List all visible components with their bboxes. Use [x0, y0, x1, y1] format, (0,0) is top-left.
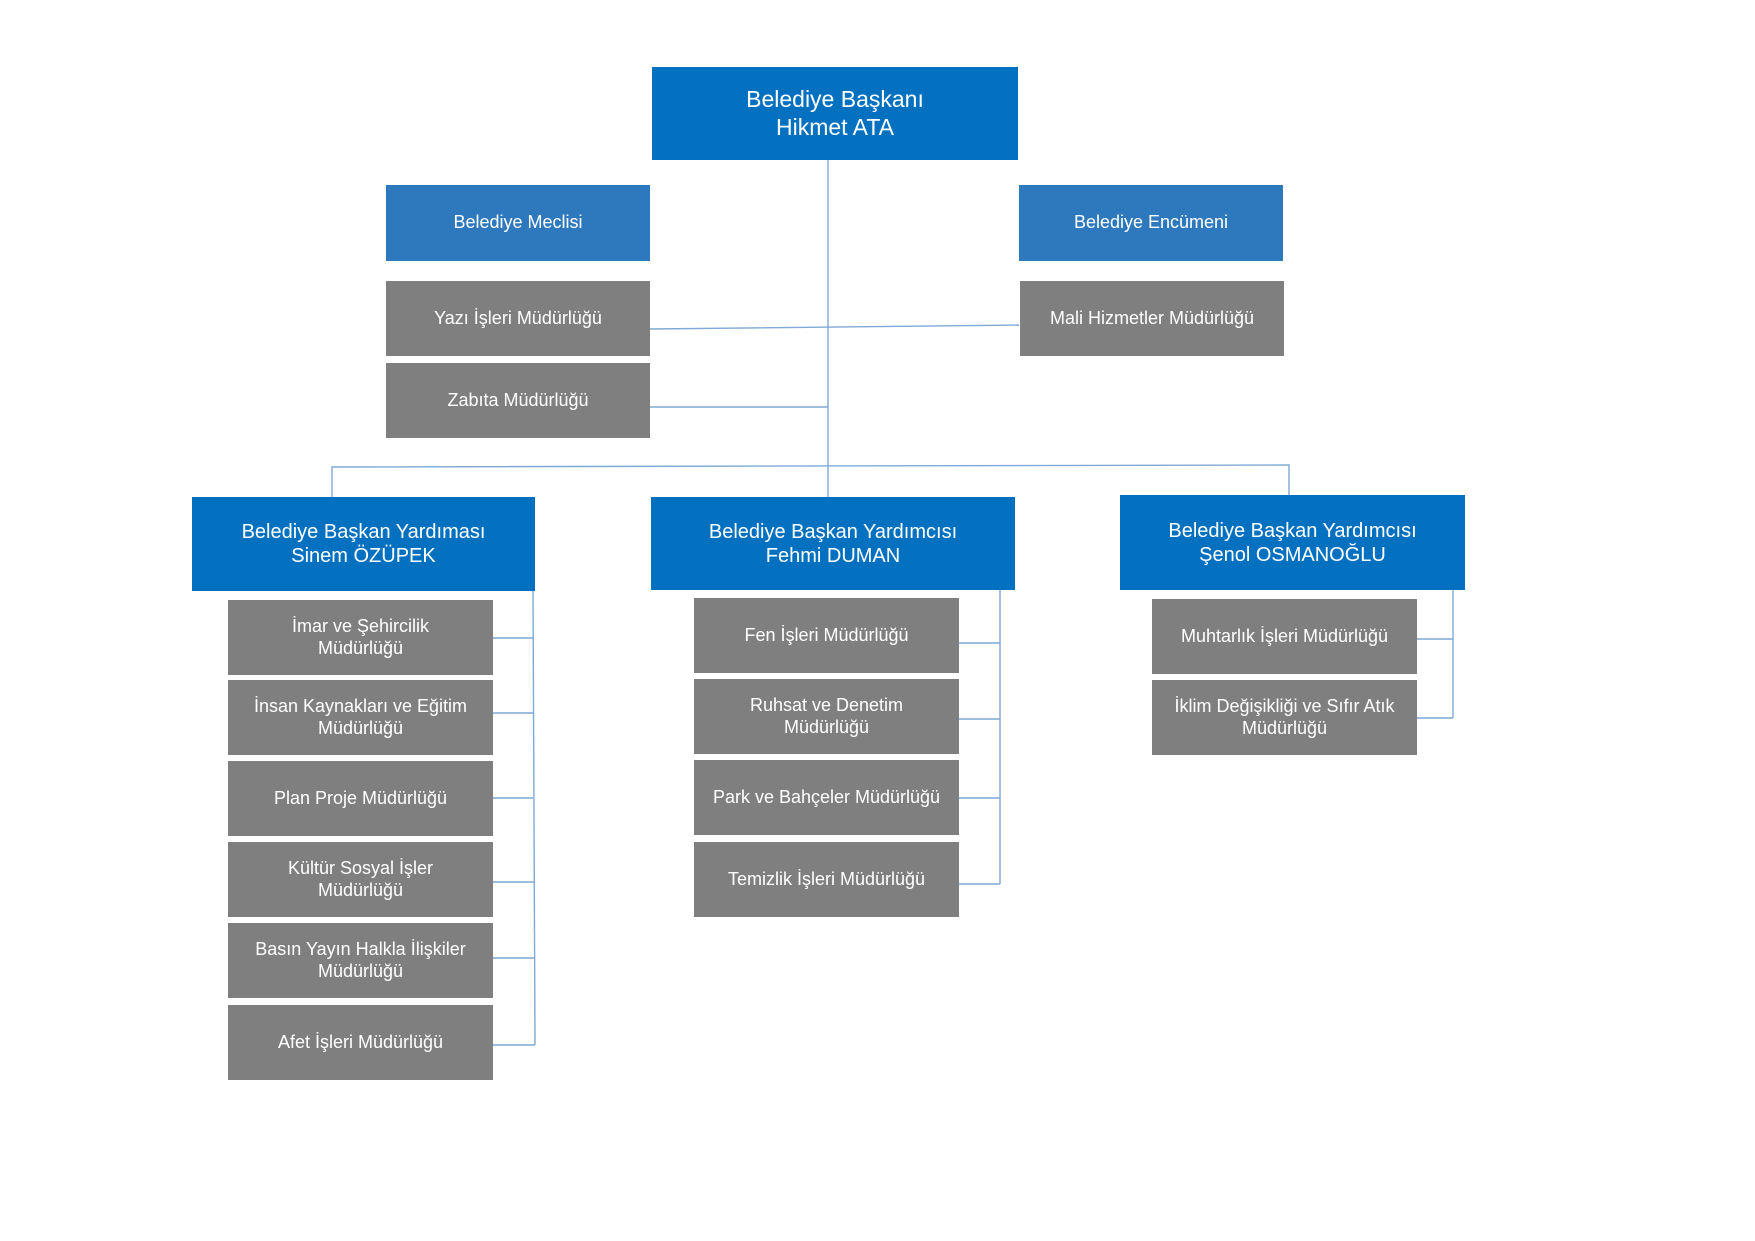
unit-label: Plan Proje Müdürlüğü — [273, 787, 448, 808]
deputy-box-1: Belediye Başkan Yardıması Sinem ÖZÜPEK — [192, 497, 535, 591]
unit-box-zabita: Zabıta Müdürlüğü — [386, 363, 650, 438]
committee-box: Belediye Encümeni — [1019, 185, 1283, 261]
council-label: Belediye Meclisi — [453, 212, 583, 233]
unit-label: Fen İşleri Müdürlüğü — [744, 624, 909, 645]
mayor-box: Belediye Başkanı Hikmet ATA — [652, 67, 1018, 160]
unit-label-line1: İnsan Kaynakları ve Eğitim — [253, 695, 468, 716]
unit-label-line2: Müdürlüğü — [1241, 717, 1328, 738]
deputy-box-2: Belediye Başkan Yardımcısı Fehmi DUMAN — [651, 497, 1015, 590]
unit-label-line2: Müdürlüğü — [317, 960, 404, 981]
unit-box-kultur-sosyal: Kültür Sosyal İşler Müdürlüğü — [228, 842, 493, 917]
council-box: Belediye Meclisi — [386, 185, 650, 261]
deputy-name: Sinem ÖZÜPEK — [291, 545, 436, 567]
deputy-name: Şenol OSMANOĞLU — [1199, 543, 1386, 566]
unit-label-line2: Müdürlüğü — [783, 716, 870, 737]
deputy-title: Belediye Başkan Yardımcısı — [1168, 519, 1417, 542]
unit-label-line1: İmar ve Şehircilik — [291, 615, 430, 636]
deputy-name: Fehmi DUMAN — [765, 544, 901, 567]
unit-label: Zabıta Müdürlüğü — [447, 389, 589, 410]
unit-box-muhtarlik: Muhtarlık İşleri Müdürlüğü — [1152, 599, 1417, 674]
unit-box-insan-kaynaklari: İnsan Kaynakları ve Eğitim Müdürlüğü — [228, 680, 493, 755]
unit-label: Yazı İşleri Müdürlüğü — [434, 307, 602, 328]
deputy-title: Belediye Başkan Yardıması — [241, 521, 486, 543]
unit-label-line1: Basın Yayın Halkla İlişkiler — [255, 938, 466, 959]
unit-box-ruhsat-denetim: Ruhsat ve Denetim Müdürlüğü — [694, 679, 959, 754]
mayor-name: Hikmet ATA — [776, 113, 894, 140]
unit-label-line2: Müdürlüğü — [317, 879, 404, 900]
unit-box-plan-proje: Plan Proje Müdürlüğü — [228, 761, 493, 836]
committee-label: Belediye Encümeni — [1073, 212, 1229, 233]
unit-box-fen-isleri: Fen İşleri Müdürlüğü — [694, 598, 959, 673]
unit-box-imar: İmar ve Şehircilik Müdürlüğü — [228, 600, 493, 675]
mayor-title: Belediye Başkanı — [746, 85, 924, 112]
unit-label-line1: İklim Değişikliği ve Sıfır Atık — [1174, 695, 1395, 716]
unit-box-yazi-isleri: Yazı İşleri Müdürlüğü — [386, 281, 650, 356]
unit-label: Park ve Bahçeler Müdürlüğü — [712, 786, 941, 807]
unit-label: Muhtarlık İşleri Müdürlüğü — [1180, 625, 1389, 646]
deputy-title: Belediye Başkan Yardımcısı — [708, 520, 958, 543]
unit-box-afet-isleri: Afet İşleri Müdürlüğü — [228, 1005, 493, 1080]
unit-box-basin-yayin: Basın Yayın Halkla İlişkiler Müdürlüğü — [228, 923, 493, 998]
unit-box-park-bahceler: Park ve Bahçeler Müdürlüğü — [694, 760, 959, 835]
unit-label-line1: Ruhsat ve Denetim — [749, 694, 904, 715]
unit-label-line2: Müdürlüğü — [317, 717, 404, 738]
unit-box-temizlik-isleri: Temizlik İşleri Müdürlüğü — [694, 842, 959, 917]
unit-box-mali-hizmetler: Mali Hizmetler Müdürlüğü — [1020, 281, 1284, 356]
unit-label-line1: Kültür Sosyal İşler — [287, 857, 434, 878]
unit-box-iklim-degisikligi: İklim Değişikliği ve Sıfır Atık Müdürlüğ… — [1152, 680, 1417, 755]
unit-label: Afet İşleri Müdürlüğü — [277, 1031, 444, 1052]
unit-label: Temizlik İşleri Müdürlüğü — [727, 868, 926, 889]
unit-label-line2: Müdürlüğü — [317, 637, 404, 658]
unit-label: Mali Hizmetler Müdürlüğü — [1049, 307, 1255, 328]
deputy-box-3: Belediye Başkan Yardımcısı Şenol OSMANOĞ… — [1120, 495, 1465, 590]
